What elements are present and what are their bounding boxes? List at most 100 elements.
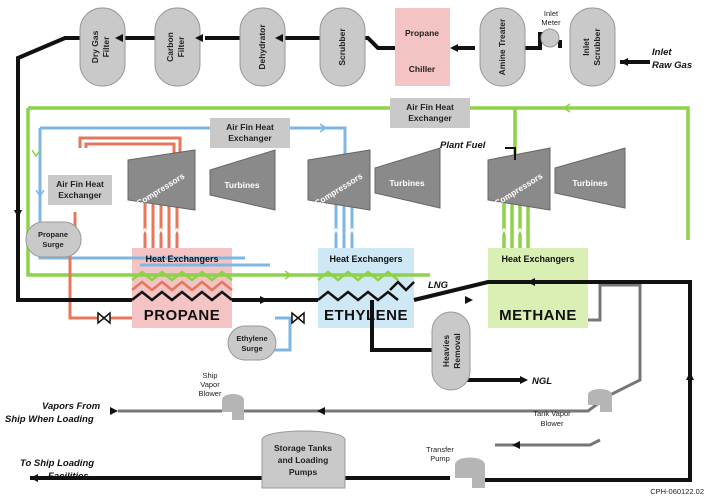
air-fin-exchanger-mid [210, 118, 290, 148]
dehydrator-vessel [239, 7, 286, 87]
svg-text:Surge: Surge [42, 240, 63, 249]
inlet-scrubber-vessel [569, 7, 616, 87]
to-ship-loading-label: To Ship Loading Facilities [20, 458, 94, 482]
up-arrow-icons [141, 227, 524, 236]
svg-text:Blower: Blower [541, 419, 564, 428]
compressor-1-shape [127, 149, 196, 211]
air-fin-top-label: Air Fin Heat Exchanger [406, 102, 454, 123]
blue-flow-arrow-icons [35, 123, 328, 198]
svg-text:Exchanger: Exchanger [228, 133, 272, 143]
svg-text:Scrubber: Scrubber [592, 28, 602, 66]
svg-text:Inlet: Inlet [581, 38, 591, 56]
carbon-filter-vessel [154, 7, 201, 87]
amine-treater-label: Amine Treater [497, 18, 507, 75]
transfer-pump-icon [455, 457, 485, 488]
plant-fuel-line [505, 147, 516, 160]
inlet-meter-label: Inlet Meter [541, 9, 561, 27]
transfer-pump-label: Transfer Pump [426, 445, 454, 463]
svg-text:Propane: Propane [38, 230, 68, 239]
valve-icon-2 [291, 311, 305, 325]
storage-tanks-label: Storage Tanks and Loading Pumps [274, 443, 332, 477]
svg-text:Carbon: Carbon [165, 32, 175, 62]
heavies-removal-vessel [431, 311, 471, 391]
methane-zone [488, 248, 588, 328]
inlet-meter-gauge [540, 28, 560, 48]
amine-treater-vessel [479, 7, 526, 87]
svg-text:Pump: Pump [430, 454, 450, 463]
svg-text:Pumps: Pumps [289, 467, 318, 477]
svg-text:Filter: Filter [176, 36, 186, 57]
svg-text:Facilities: Facilities [48, 471, 89, 482]
scrubber-vessel [319, 7, 366, 87]
svg-text:Air Fin Heat: Air Fin Heat [226, 122, 274, 132]
air-fin-mid-label: Air Fin Heat Exchanger [226, 122, 274, 143]
svg-text:Storage Tanks: Storage Tanks [274, 443, 332, 453]
svg-text:Meter: Meter [541, 18, 561, 27]
svg-text:Filter: Filter [101, 36, 111, 57]
ethylene-surge-vessel [227, 325, 277, 361]
lng-label: LNG [428, 280, 449, 291]
svg-text:Propane: Propane [405, 28, 439, 38]
scrubber-label: Scrubber [337, 28, 347, 66]
heat-exchangers-label-2: Heat Exchangers [329, 254, 402, 264]
top-vessels [79, 7, 616, 87]
svg-text:Heavies: Heavies [441, 335, 451, 367]
turbines-label-1: Turbines [224, 180, 260, 190]
svg-text:Ship When Loading: Ship When Loading [5, 414, 94, 425]
inlet-scrubber-label: Inlet Scrubber [581, 28, 602, 66]
turbine-1-shape [209, 149, 276, 211]
propane-surge-vessel [25, 221, 82, 258]
ethylene-surge-label: Ethylene Surge [236, 334, 267, 353]
svg-text:Exchanger: Exchanger [58, 190, 102, 200]
methane-stage-label: METHANE [499, 307, 577, 324]
svg-text:Dry Gas: Dry Gas [90, 30, 100, 63]
heat-exchangers-label-1: Heat Exchangers [145, 254, 218, 264]
compressor-turbine-sets [127, 147, 626, 211]
valve-icon-1 [97, 311, 111, 325]
turbines-label-3: Turbines [572, 178, 608, 188]
ethylene-refrigerant-line [38, 126, 354, 352]
svg-text:Air Fin Heat: Air Fin Heat [56, 179, 104, 189]
propane-stage-label: PROPANE [144, 307, 221, 324]
propane-chiller-zone [395, 8, 450, 86]
inlet-raw-gas-label: Inlet Raw Gas [652, 47, 692, 71]
air-fin-exchanger-left [48, 175, 112, 205]
svg-text:Vapor: Vapor [200, 380, 220, 389]
svg-text:Exchanger: Exchanger [408, 113, 452, 123]
ship-vapor-blower-icon [222, 394, 244, 420]
heat-exchangers-label-3: Heat Exchangers [501, 254, 574, 264]
svg-text:and Loading: and Loading [278, 455, 329, 465]
dry-gas-filter-label: Dry Gas Filter [90, 30, 111, 63]
svg-text:Ethylene: Ethylene [236, 334, 267, 343]
turbines-label-2: Turbines [389, 178, 425, 188]
air-fin-left-label: Air Fin Heat Exchanger [56, 179, 104, 200]
svg-text:Vapors From: Vapors From [42, 401, 101, 412]
ship-vapor-blower-label: Ship Vapor Blower [199, 371, 222, 398]
svg-text:To Ship Loading: To Ship Loading [20, 458, 94, 469]
turbine-3-shape [554, 147, 626, 209]
document-id-label: CPH-060122.02 [650, 487, 704, 496]
svg-text:Blower: Blower [199, 389, 222, 398]
turbine-2-shape [374, 147, 441, 209]
svg-text:Surge: Surge [241, 344, 262, 353]
svg-text:Inlet: Inlet [544, 9, 559, 18]
tank-vapor-blower-label: Tank Vapor Blower [533, 409, 571, 428]
svg-text:Removal: Removal [452, 333, 462, 368]
carbon-filter-label: Carbon Filter [165, 32, 186, 62]
plant-fuel-label: Plant Fuel [440, 140, 486, 151]
svg-text:Inlet: Inlet [652, 47, 672, 58]
svg-text:Tank Vapor: Tank Vapor [533, 409, 571, 418]
tank-vapor-blower-icon [588, 389, 612, 412]
heavies-removal-label: Heavies Removal [441, 333, 462, 368]
svg-text:Chiller: Chiller [409, 64, 436, 74]
dehydrator-label: Dehydrator [257, 24, 267, 70]
propane-surge-label: Propane Surge [38, 230, 68, 249]
dry-gas-filter-vessel [79, 7, 126, 87]
flow-arrow-icons [14, 34, 694, 482]
green-flow-arrow-icons [31, 103, 571, 280]
vapors-from-ship-label: Vapors From Ship When Loading [5, 401, 101, 425]
svg-text:Ship: Ship [202, 371, 217, 380]
compressor-3-shape [487, 147, 551, 211]
